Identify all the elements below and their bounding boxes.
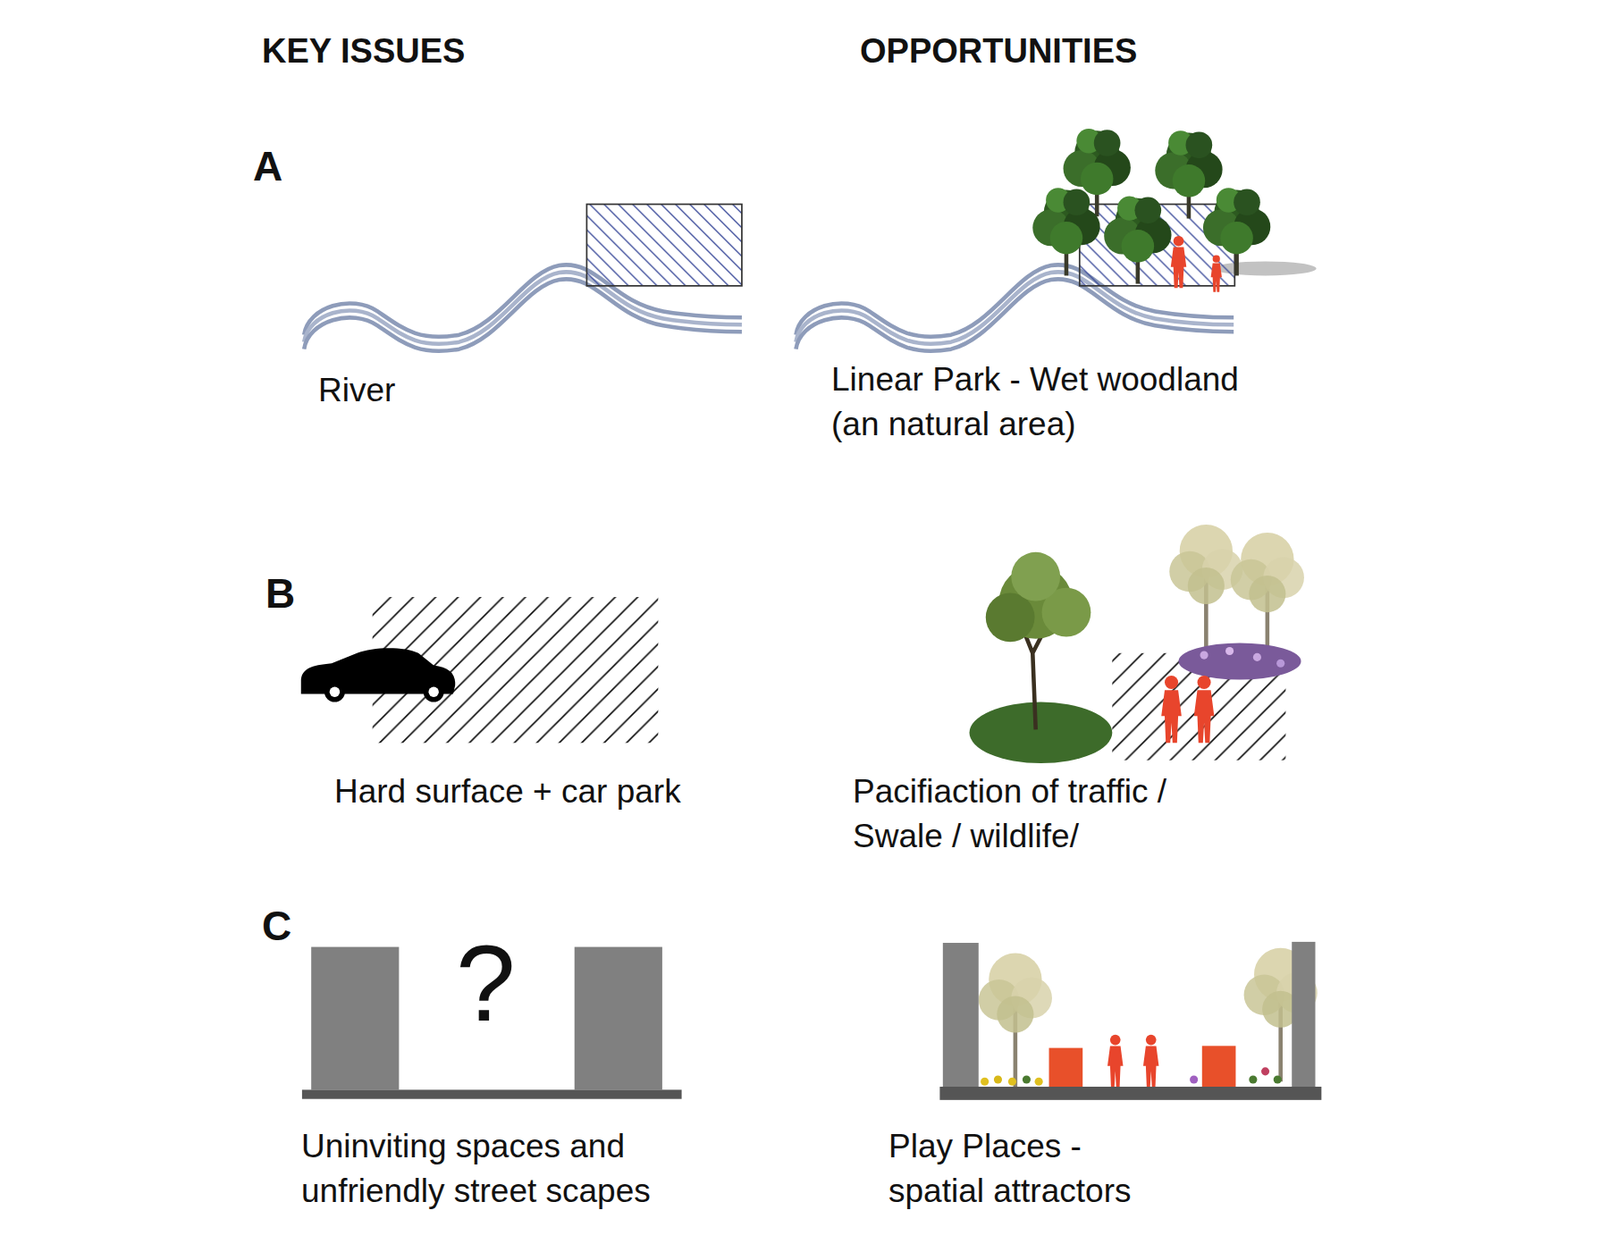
swale-drawing <box>1178 642 1302 680</box>
swale-drawing <box>985 592 1036 642</box>
wet-woodland-drawing <box>1170 235 1187 288</box>
play-place-drawing <box>939 1086 1322 1101</box>
wet-woodland-drawing <box>1103 195 1171 284</box>
swale-drawing <box>1276 659 1285 668</box>
play-place-drawing <box>1107 1035 1123 1087</box>
play-place-drawing <box>1202 1045 1237 1087</box>
car-park-drawing <box>428 686 438 697</box>
play-place-drawing <box>1261 1067 1270 1076</box>
car-park-drawing <box>324 682 346 703</box>
play-place-drawing <box>1035 1077 1044 1087</box>
caption: Pacifiaction of traffic / Swale / wildli… <box>852 769 1238 859</box>
panel-letter: A <box>252 141 283 192</box>
swale-drawing <box>969 524 1305 764</box>
play-place-drawing <box>1008 1077 1017 1087</box>
play-place-drawing <box>943 943 979 1087</box>
play-place-drawing <box>1248 1075 1257 1084</box>
column-heading: OPPORTUNITIES <box>859 28 1137 74</box>
caption: Play Places - spatial attractors <box>888 1124 1139 1214</box>
river-drawing <box>586 204 742 287</box>
wet-woodland-drawing <box>1032 187 1100 276</box>
panel-letter: C <box>261 901 292 952</box>
empty-street-drawing <box>311 947 399 1091</box>
caption: River <box>318 368 396 413</box>
play-place-drawing <box>1143 1035 1159 1087</box>
empty-street-drawing <box>302 1089 683 1099</box>
caption: Hard surface + car park <box>334 769 682 815</box>
river-drawing <box>303 204 742 352</box>
play-place-drawing <box>993 1075 1003 1084</box>
swale-drawing <box>1225 647 1234 656</box>
swale-drawing <box>1169 524 1243 659</box>
swale-drawing <box>1253 653 1262 662</box>
wet-woodland-drawing <box>795 128 1316 352</box>
car-park-drawing <box>301 597 659 743</box>
question-mark: ? <box>455 929 516 1037</box>
caption: Uninviting spaces and unfriendly street … <box>301 1124 695 1214</box>
play-place-drawing <box>1273 1075 1282 1084</box>
play-place-drawing <box>1291 942 1315 1087</box>
column-heading: KEY ISSUES <box>261 28 465 74</box>
play-place-drawing <box>1049 1048 1084 1087</box>
car-park-drawing <box>423 682 445 703</box>
wet-woodland-drawing <box>1154 130 1222 219</box>
swale-drawing <box>1010 552 1061 602</box>
car-park-drawing <box>329 686 340 697</box>
panel-letter: B <box>265 568 295 619</box>
swale-drawing <box>1194 675 1215 743</box>
empty-street-drawing <box>574 947 663 1091</box>
play-place-drawing <box>939 942 1322 1101</box>
swale-drawing <box>1200 651 1209 660</box>
play-place-drawing <box>1189 1075 1198 1084</box>
wet-woodland-drawing <box>1211 255 1222 293</box>
play-place-drawing <box>980 1077 989 1087</box>
wet-woodland-drawing <box>1203 187 1271 276</box>
play-place-drawing <box>978 952 1053 1087</box>
swale-drawing <box>1161 675 1182 743</box>
caption: Linear Park - Wet woodland (an natural a… <box>831 357 1243 447</box>
swale-drawing <box>969 702 1113 764</box>
play-place-drawing <box>1022 1075 1031 1084</box>
